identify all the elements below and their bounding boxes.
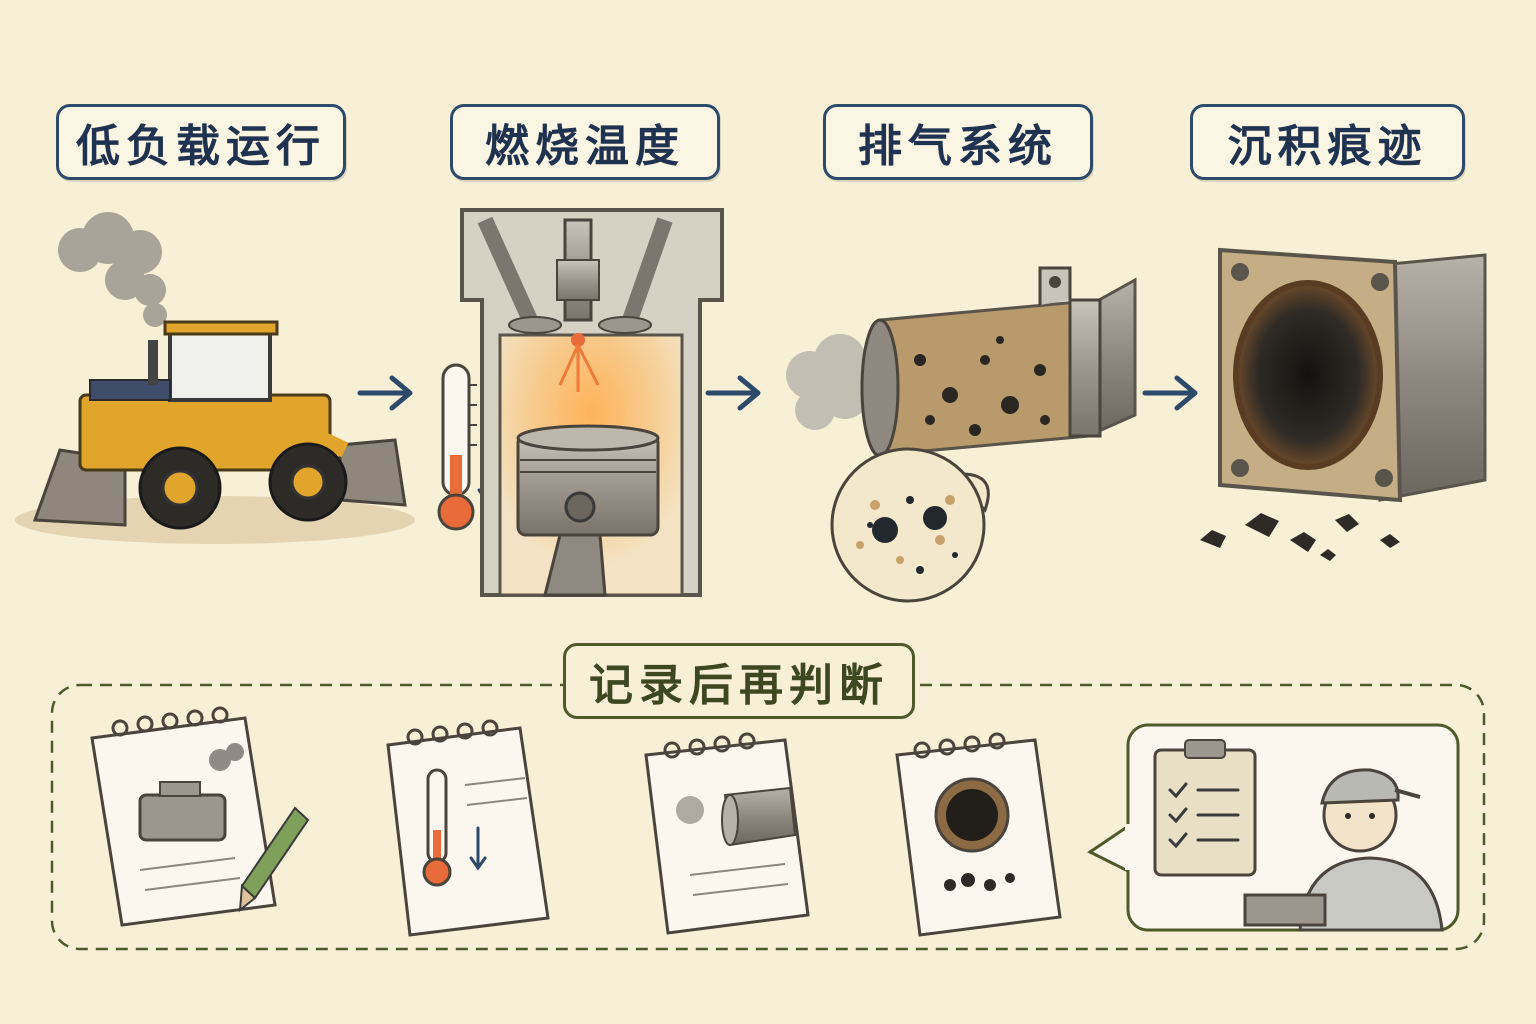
record-title: 记录后再判断 — [563, 643, 915, 719]
mechanic-icon — [1243, 768, 1444, 932]
pencil-icon — [238, 806, 310, 913]
flow-arrow-icon — [1142, 375, 1198, 411]
step-title-exhaust-system: 排气系统 — [823, 104, 1093, 180]
step-title-text: 排气系统 — [858, 121, 1058, 172]
notepad-icon — [386, 719, 550, 937]
exhaust-pipe-icon — [786, 266, 1137, 603]
notepad-icon — [644, 732, 810, 935]
thermometer-icon — [437, 363, 495, 531]
step-title-text: 燃烧温度 — [485, 121, 685, 172]
clipboard-icon — [1153, 739, 1257, 877]
notepad-icon — [90, 706, 310, 927]
notepad-icon — [895, 732, 1062, 937]
step-title-combustion-temp: 燃烧温度 — [450, 104, 720, 180]
step-title-deposit-trace: 沉积痕迹 — [1190, 104, 1465, 180]
mechanic-speech-bubble — [1087, 723, 1460, 932]
step-title-low-load: 低负载运行 — [56, 104, 346, 180]
engine-cylinder-icon — [460, 208, 724, 597]
step-title-text: 低负载运行 — [76, 121, 326, 172]
step-title-text: 沉积痕迹 — [1227, 121, 1428, 172]
record-title-text: 记录后再判断 — [589, 660, 889, 711]
exhaust-flange-icon — [1200, 247, 1487, 561]
flow-arrow-icon — [705, 375, 761, 411]
flow-arrow-icon — [357, 375, 413, 411]
engine-icon — [138, 743, 244, 842]
wheel-loader-icon — [15, 212, 415, 544]
